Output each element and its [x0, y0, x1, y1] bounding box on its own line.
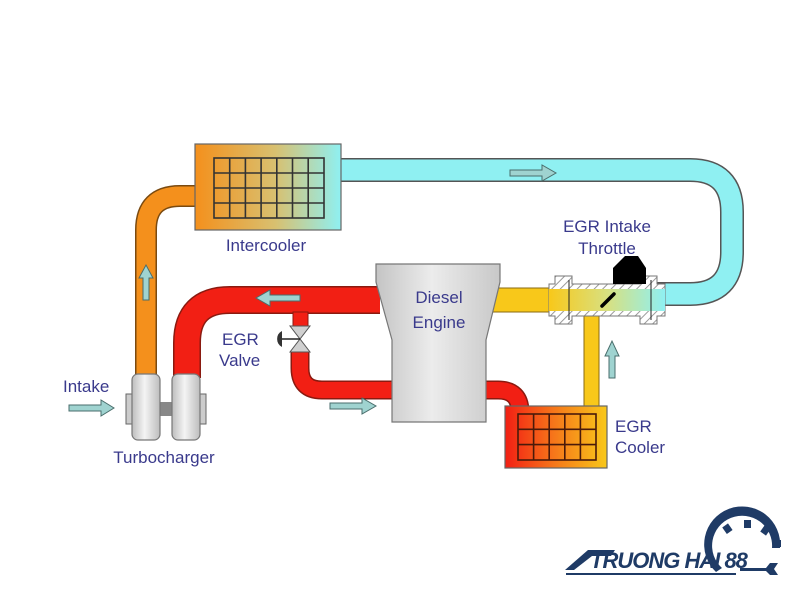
egr-intake-throttle [548, 256, 666, 325]
valve-actuator-icon [277, 331, 282, 347]
right-arrow-icon [509, 164, 558, 182]
turbocharger [125, 373, 207, 441]
intercooler-label: Intercooler [226, 236, 307, 255]
up-arrow-icon [138, 263, 154, 301]
egr-cooler-label-line2: Cooler [615, 438, 665, 457]
egr-up-arrow-icon [604, 339, 620, 379]
egr-throttle-label-line2: Throttle [578, 239, 636, 258]
egr-cooler [504, 405, 608, 469]
engine-label-line1: Diesel [415, 288, 462, 307]
egr-cooled-pipe [583, 311, 600, 413]
throttle-plate [600, 292, 616, 308]
intake-arrow-icon [68, 399, 115, 417]
throttle-actuator [613, 256, 646, 284]
diesel-engine [375, 263, 501, 423]
intake-label: Intake [63, 377, 109, 396]
egr-valve-label-line1: EGR [222, 330, 259, 349]
engine-label-line2: Engine [413, 313, 466, 332]
turbocharger-label: Turbocharger [113, 448, 215, 467]
egr-throttle-label-line1: EGR Intake [563, 217, 651, 236]
logo-text: TRUONG HAI 88 [590, 548, 749, 573]
gear-icon [704, 506, 781, 572]
left-arrow-icon [254, 289, 301, 307]
egr-right-arrow-icon [329, 397, 378, 415]
wrench-icon [740, 563, 778, 575]
egr-cooler-label-line1: EGR [615, 417, 652, 436]
egr-valve-label-line2: Valve [219, 351, 260, 370]
intercooler [194, 143, 342, 231]
truong-hai-logo: TRUONG HAI 88 [565, 506, 781, 575]
egr-valve [277, 325, 312, 353]
